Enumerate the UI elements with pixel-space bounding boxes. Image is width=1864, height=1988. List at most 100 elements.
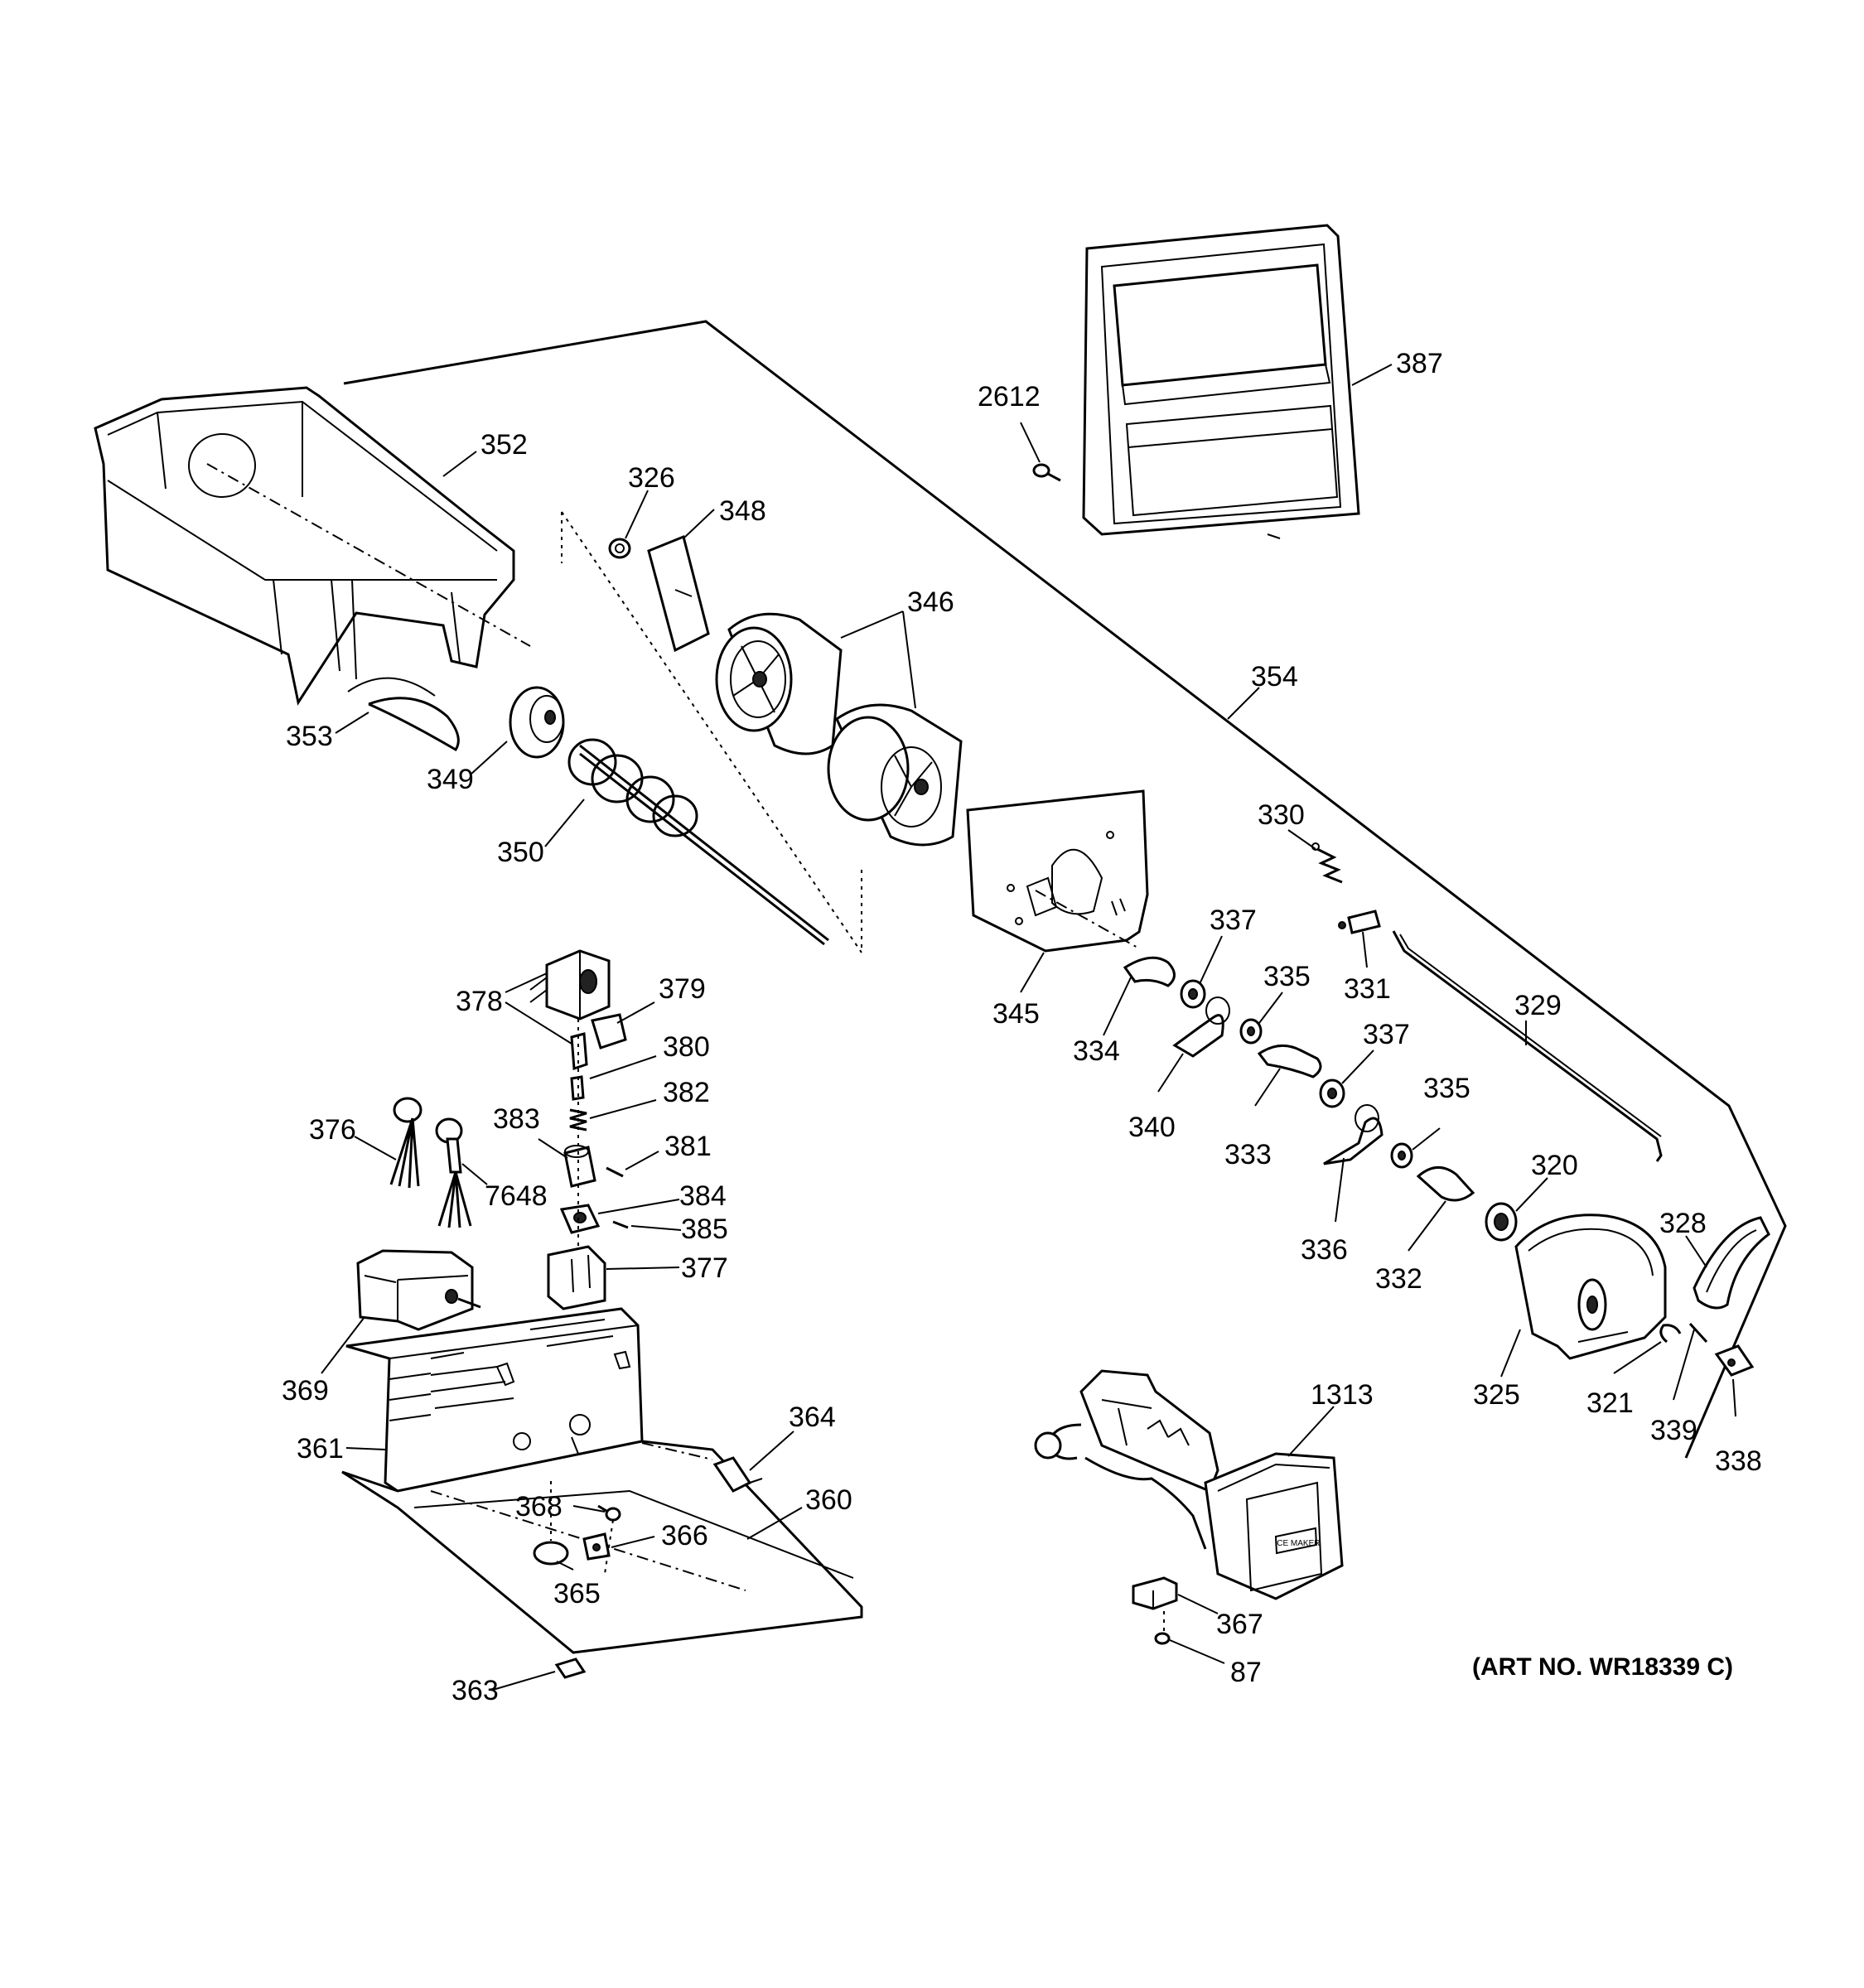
label-7648: 7648 <box>485 1180 548 1212</box>
part-384-cap <box>559 1204 601 1234</box>
part-336-lever <box>1323 1104 1384 1165</box>
part-334-cam <box>1123 956 1176 987</box>
label-345: 345 <box>992 998 1040 1030</box>
part-333-cam <box>1257 1044 1322 1078</box>
part-345-mounting-plate <box>966 789 1149 953</box>
part-325-motor-housing <box>1514 1214 1667 1360</box>
label-334: 334 <box>1073 1035 1120 1067</box>
leader-lines <box>321 364 1736 1691</box>
label-333: 333 <box>1224 1139 1272 1170</box>
label-364: 364 <box>789 1402 836 1433</box>
label-87: 87 <box>1230 1657 1262 1688</box>
label-337-a: 337 <box>1210 905 1257 936</box>
part-377-holder <box>547 1245 606 1310</box>
part-1313-ice-maker: ICE MAKER <box>1034 1369 1344 1600</box>
part-380-plunger <box>570 1032 588 1071</box>
part-337-spring-a <box>1180 979 1206 1009</box>
label-328: 328 <box>1659 1208 1707 1239</box>
label-340: 340 <box>1128 1112 1176 1143</box>
part-378-solenoid <box>529 949 611 1021</box>
label-363: 363 <box>452 1675 499 1706</box>
label-349: 349 <box>427 764 474 795</box>
label-383: 383 <box>493 1103 540 1135</box>
label-321: 321 <box>1586 1387 1634 1419</box>
part-339-pin <box>1688 1322 1708 1344</box>
label-360: 360 <box>805 1484 852 1516</box>
label-332: 332 <box>1375 1263 1422 1295</box>
part-335-washer-b <box>1390 1142 1413 1169</box>
label-335-b: 335 <box>1423 1073 1470 1104</box>
part-387-front-cover <box>1082 224 1360 539</box>
part-338-switch <box>1714 1344 1755 1377</box>
callout-labels: 2612 387 352 326 348 346 354 353 349 350… <box>282 348 1762 1706</box>
part-383-cylinder <box>563 1145 596 1188</box>
label-365: 365 <box>553 1578 601 1609</box>
part-353-wire-arm <box>347 677 460 752</box>
label-381: 381 <box>664 1131 712 1162</box>
part-376-wire-plug <box>389 1097 423 1189</box>
part-364-plug <box>712 1456 763 1493</box>
label-385: 385 <box>681 1214 728 1245</box>
part-87-screw <box>1154 1632 1171 1645</box>
part-352-ice-bucket <box>94 386 531 706</box>
label-346: 346 <box>907 586 954 618</box>
label-369: 369 <box>282 1375 329 1407</box>
part-367-bracket <box>1132 1576 1178 1610</box>
label-339: 339 <box>1650 1415 1697 1446</box>
part-379-bracket <box>591 1013 627 1049</box>
part-330-spring <box>1311 842 1343 884</box>
part-7648-wire-plug <box>435 1117 472 1228</box>
label-368: 368 <box>515 1491 563 1522</box>
part-385-clip <box>612 1220 629 1229</box>
label-379: 379 <box>659 973 706 1005</box>
label-384: 384 <box>679 1180 727 1212</box>
part-381-pin <box>606 1166 624 1178</box>
part-329-rod <box>1392 930 1663 1162</box>
label-329: 329 <box>1514 990 1562 1021</box>
part-350-auger <box>567 738 829 946</box>
part-369-motor <box>356 1249 481 1331</box>
part-337-spring-b <box>1319 1078 1345 1108</box>
label-325: 325 <box>1473 1379 1520 1411</box>
part-366-switch <box>582 1532 611 1561</box>
label-348: 348 <box>719 495 766 527</box>
part-321-clip <box>1659 1324 1682 1344</box>
label-352: 352 <box>480 429 528 461</box>
label-336: 336 <box>1301 1234 1348 1266</box>
label-367: 367 <box>1216 1609 1263 1640</box>
label-338: 338 <box>1715 1445 1762 1477</box>
part-346-crusher-drum-2 <box>827 703 963 847</box>
label-378: 378 <box>456 986 503 1017</box>
label-366: 366 <box>661 1520 708 1551</box>
label-326: 326 <box>628 462 675 494</box>
art-number: (ART NO. WR18339 C) <box>1472 1653 1733 1681</box>
label-337-b: 337 <box>1363 1019 1410 1050</box>
label-387: 387 <box>1396 348 1443 379</box>
part-361-bracket-housing <box>345 1307 644 1493</box>
label-331: 331 <box>1344 973 1391 1005</box>
label-354: 354 <box>1251 661 1298 692</box>
label-376: 376 <box>309 1114 356 1146</box>
label-1313: 1313 <box>1311 1379 1374 1411</box>
part-2612-screw <box>1032 463 1061 482</box>
label-380: 380 <box>663 1031 710 1063</box>
label-330: 330 <box>1258 799 1305 831</box>
label-2612: 2612 <box>978 381 1041 413</box>
part-365-gear <box>533 1541 569 1566</box>
label-335-a: 335 <box>1263 961 1311 992</box>
part-332-cam <box>1416 1166 1475 1202</box>
assembly-bracket-354 <box>343 320 1787 1459</box>
label-350: 350 <box>497 837 544 868</box>
label-377: 377 <box>681 1252 728 1284</box>
label-320: 320 <box>1531 1150 1578 1181</box>
ice-maker-face-text: ICE MAKER <box>1274 1539 1320 1548</box>
part-326-washer <box>608 538 631 559</box>
part-335-washer-a <box>1239 1018 1263 1045</box>
part-331-clip <box>1338 910 1381 934</box>
part-340-lever <box>1172 996 1230 1058</box>
part-348-plate <box>647 534 710 653</box>
part-328-cover <box>1693 1216 1770 1310</box>
part-320-bushing <box>1485 1202 1518 1242</box>
part-349-bearing <box>509 686 565 759</box>
